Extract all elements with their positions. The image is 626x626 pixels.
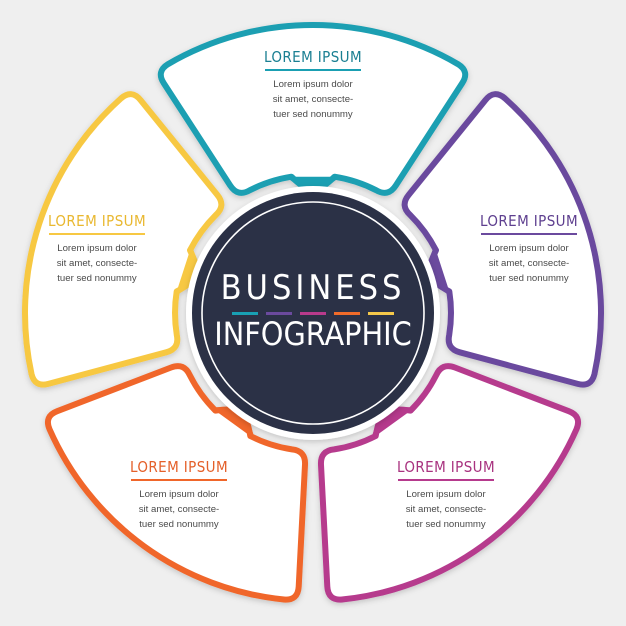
segment-outline xyxy=(401,91,604,388)
segment-top-line: Lorem ipsum dolor xyxy=(273,79,353,90)
segment-bottom-right-rule xyxy=(398,479,494,481)
segment-pointer-tab xyxy=(425,249,450,294)
segment-bottom-right-line: Lorem ipsum dolor xyxy=(406,489,486,500)
segment-left-rule xyxy=(49,233,145,235)
segment-bottom-left-line: Lorem ipsum dolor xyxy=(139,489,219,500)
segment-right-title: LOREM IPSUM xyxy=(479,212,579,230)
segment-right-rule xyxy=(481,233,577,235)
segment-outline xyxy=(22,91,225,388)
hub-inner-ring xyxy=(201,201,425,425)
segment-bottom-left-line: tuer sed nonummy xyxy=(139,519,219,530)
segment-shape-bottom-right xyxy=(317,363,582,603)
segment-right-line: Lorem ipsum dolor xyxy=(489,243,569,254)
segment-right-line: tuer sed nonummy xyxy=(489,273,569,284)
segment-shape-bottom-left xyxy=(44,363,309,603)
color-dash xyxy=(300,312,326,315)
segment-right: LOREM IPSUM Lorem ipsum dolor sit amet, … xyxy=(452,212,606,286)
color-dash xyxy=(368,312,394,315)
segment-left: LOREM IPSUM Lorem ipsum dolor sit amet, … xyxy=(20,212,174,286)
segment-shape-top xyxy=(157,21,469,196)
segment-top-title: LOREM IPSUM xyxy=(263,48,363,66)
segment-right-line: sit amet, consecte- xyxy=(488,258,570,269)
segment-top-line: tuer sed nonummy xyxy=(273,109,353,120)
segment-top-rule xyxy=(265,69,361,71)
segment-left-title: LOREM IPSUM xyxy=(47,212,147,230)
segment-bottom-left: LOREM IPSUM Lorem ipsum dolor sit amet, … xyxy=(102,458,256,532)
segment-shape-left xyxy=(22,91,225,388)
segment-bottom-right-title: LOREM IPSUM xyxy=(396,458,496,476)
segment-left-line: Lorem ipsum dolor xyxy=(57,243,137,254)
segment-top-line: sit amet, consecte- xyxy=(272,94,354,105)
segment-bottom-right: LOREM IPSUM Lorem ipsum dolor sit amet, … xyxy=(369,458,523,532)
segment-top: LOREM IPSUM Lorem ipsum dolor sit amet, … xyxy=(236,48,390,122)
segment-pointer-tab xyxy=(289,176,337,195)
segment-bottom-left-rule xyxy=(131,479,227,481)
center-title-line2: INFOGRAPHIC xyxy=(214,315,412,353)
segment-bottom-right-line: sit amet, consecte- xyxy=(405,504,487,515)
color-dash xyxy=(266,312,292,315)
center-title-line1: BUSINESS xyxy=(220,268,406,308)
segment-bottom-right-line: tuer sed nonummy xyxy=(406,519,486,530)
segment-bottom-left-title: LOREM IPSUM xyxy=(129,458,229,476)
segment-left-line: sit amet, consecte- xyxy=(56,258,138,269)
segment-left-line: tuer sed nonummy xyxy=(57,273,137,284)
segment-shape-right xyxy=(401,91,604,388)
segment-bottom-left-line: sit amet, consecte- xyxy=(138,504,220,515)
segment-outline xyxy=(157,21,469,196)
segment-pointer-tab xyxy=(176,249,201,294)
color-dash xyxy=(232,312,258,315)
color-dash xyxy=(334,312,360,315)
